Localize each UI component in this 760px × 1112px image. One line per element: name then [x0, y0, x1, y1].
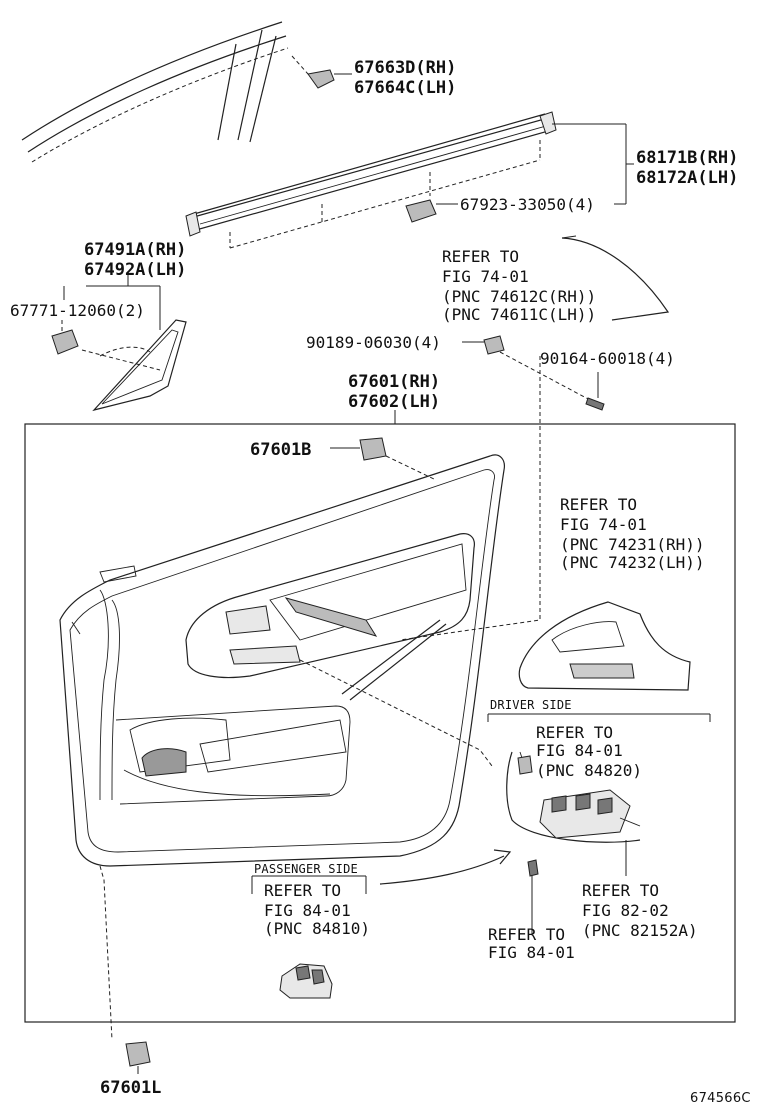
- ref-line: (PNC 74612C(RH)): [442, 287, 597, 306]
- screw-90164: [585, 372, 605, 411]
- clip-67923: [405, 199, 458, 223]
- ref-line: FIG 84-01: [488, 943, 575, 962]
- label-67492a: 67492A(LH): [84, 260, 187, 280]
- ref-line: (PNC 74232(LH)): [560, 553, 705, 572]
- ref-line: REFER TO: [442, 247, 520, 266]
- label-67601l: 67601L: [100, 1078, 162, 1098]
- label-90164: 90164-60018(4): [540, 349, 675, 368]
- label-67923: 67923-33050(4): [460, 195, 595, 214]
- figure-code: 674566C: [690, 1091, 751, 1106]
- label-68172a: 68172A(LH): [636, 168, 739, 188]
- ref-line: (PNC 82152A): [582, 921, 698, 940]
- ref-line: (PNC 74611C(LH)): [442, 305, 597, 324]
- clip-67601l: [99, 865, 151, 1074]
- label-90189: 90189-06030(4): [306, 333, 441, 352]
- label-67771: 67771-12060(2): [10, 301, 145, 320]
- clip-67601b: [330, 437, 437, 481]
- label-67601: 67601(RH): [348, 372, 441, 392]
- passenger-switch: [279, 963, 333, 999]
- clip-67771: [51, 320, 79, 355]
- ref-line: (PNC 84810): [264, 919, 370, 938]
- ref-line: REFER TO: [536, 723, 614, 742]
- driver-screw: [527, 859, 539, 934]
- ref-line: REFER TO: [264, 881, 342, 900]
- nut-90189: [462, 335, 591, 401]
- ref-line: REFER TO: [488, 925, 566, 944]
- label-67663d: 67663D(RH): [354, 58, 457, 78]
- armrest-base: [518, 601, 691, 691]
- passenger-side-label: PASSENGER SIDE: [254, 862, 358, 876]
- ref-line: REFER TO: [582, 881, 660, 900]
- ref-line: (PNC 74231(RH)): [560, 535, 705, 554]
- ref-line: FIG 82-02: [582, 901, 669, 920]
- ref-line: FIG 74-01: [560, 515, 647, 534]
- label-67664c: 67664C(LH): [354, 78, 457, 98]
- ref-line: FIG 84-01: [264, 901, 351, 920]
- label-67491a: 67491A(RH): [84, 240, 187, 260]
- window-frame-part: [21, 21, 289, 163]
- driver-side-bracket: [487, 713, 711, 722]
- belt-molding: [185, 111, 634, 249]
- label-67601b: 67601B: [250, 440, 312, 460]
- driver-side-label: DRIVER SIDE: [490, 698, 572, 712]
- corner-cover: [63, 274, 187, 412]
- door-assembly-frame: [24, 423, 736, 1023]
- ref-line: REFER TO: [560, 495, 638, 514]
- ref-line: (PNC 84820): [536, 761, 642, 780]
- label-68171b: 68171B(RH): [636, 148, 739, 168]
- ref-line: FIG 84-01: [536, 741, 623, 760]
- door-trim-panel: [59, 454, 505, 867]
- label-67602: 67602(LH): [348, 392, 441, 412]
- driver-switch: [506, 751, 641, 876]
- clip-67663d: [291, 55, 352, 89]
- trim-panel-piece: [561, 235, 670, 321]
- ref-line: FIG 74-01: [442, 267, 529, 286]
- passenger-side-bracket: [251, 849, 512, 894]
